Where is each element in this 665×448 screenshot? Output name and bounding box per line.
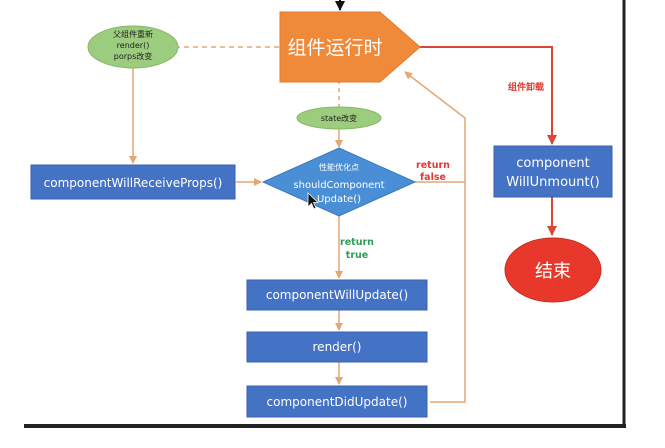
arrow-runtime-to-unmount xyxy=(420,46,557,145)
parent-rerender-line-2: render() xyxy=(117,41,150,50)
did-update-box xyxy=(246,385,428,418)
return-true-line-1: return xyxy=(340,237,374,248)
decision-line-1: 性能优化点 xyxy=(319,162,359,172)
parent-rerender-line-3: porps改变 xyxy=(114,51,153,61)
will-receive-props-box xyxy=(30,164,236,200)
will-unmount-box xyxy=(493,145,613,198)
end-node xyxy=(504,237,602,303)
return-false-line-1: return xyxy=(416,160,450,171)
state-change-node xyxy=(296,106,382,130)
will-unmount-line-1: component xyxy=(516,156,590,171)
return-true-line-2: true xyxy=(346,250,368,261)
unmount-edge-label: 组件卸载 xyxy=(508,81,544,93)
return-false-line-2: false xyxy=(420,172,446,183)
parent-rerender-line-1: 父组件重新 xyxy=(113,29,153,39)
parent-rerender-node xyxy=(87,25,179,69)
loop-back-arrow xyxy=(404,71,466,403)
will-update-label: componentWillUpdate() xyxy=(266,288,408,302)
will-receive-props-label: componentWillReceiveProps() xyxy=(44,176,223,190)
runtime-node xyxy=(279,11,421,83)
render-label: render() xyxy=(313,340,362,354)
decision-line-2: shouldComponent xyxy=(293,180,384,191)
should-update-decision xyxy=(261,147,417,217)
did-update-label: componentDidUpdate() xyxy=(267,395,408,409)
render-box xyxy=(246,331,428,363)
runtime-label: 组件运行时 xyxy=(287,37,382,59)
mouse-cursor-icon xyxy=(307,192,320,210)
will-unmount-line-2: WillUnmount() xyxy=(506,175,600,190)
decision-line-3: Update() xyxy=(317,194,361,205)
will-update-box xyxy=(246,279,428,311)
state-change-label: state改变 xyxy=(321,113,357,123)
end-label: 结束 xyxy=(535,261,571,282)
